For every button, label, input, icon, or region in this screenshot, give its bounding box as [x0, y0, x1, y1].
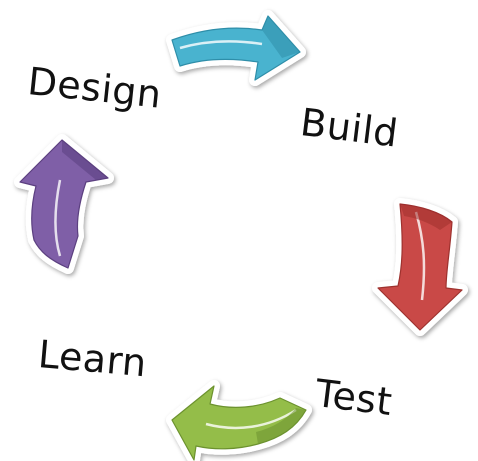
stage-label-learn: Learn [36, 332, 149, 386]
stage-label-build: Build [298, 100, 401, 156]
learn-to-design-arrow [14, 134, 114, 274]
stage-label-test: Test [313, 371, 395, 425]
test-to-learn-arrow [166, 380, 312, 461]
design-to-build-arrow [166, 10, 306, 86]
build-to-test-arrow [372, 198, 468, 336]
